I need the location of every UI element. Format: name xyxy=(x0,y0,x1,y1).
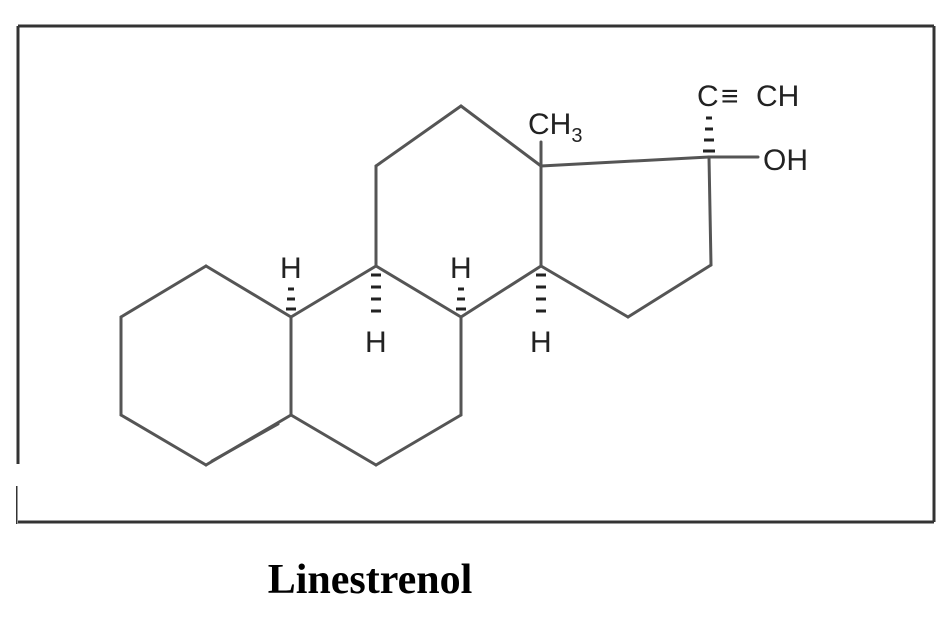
double-bond-inner-line xyxy=(210,422,280,463)
alkyne-hashed-bond xyxy=(703,116,715,153)
hydrogen-label-c14: H xyxy=(530,326,552,359)
h-bond-c10 xyxy=(286,287,296,311)
ring-b xyxy=(289,264,463,467)
h-bond-c8 xyxy=(456,287,466,311)
hydrogen-label-c8: H xyxy=(450,252,472,285)
hydroxyl-label: OH xyxy=(763,144,808,177)
structure-diagram: CH3 OH C ≡ CH H H H H xyxy=(16,24,936,524)
ring-d xyxy=(539,155,713,319)
alkyne-terminal-label: CH xyxy=(756,80,799,113)
triple-bond-symbol: ≡ xyxy=(721,80,739,113)
methyl-label: CH3 xyxy=(528,108,582,147)
structure-frame: CH3 OH C ≡ CH H H H H xyxy=(16,24,936,524)
hydrogen-label-c10: H xyxy=(280,252,302,285)
ring-a xyxy=(119,264,293,467)
compound-name-caption: Linestrenol xyxy=(267,557,473,603)
hydrogen-label-c9: H xyxy=(365,326,387,359)
alkyne-carbon-label: C xyxy=(697,80,719,113)
h-bond-c9 xyxy=(371,273,381,313)
h-bond-c14 xyxy=(536,273,546,313)
ring-c xyxy=(374,104,543,319)
